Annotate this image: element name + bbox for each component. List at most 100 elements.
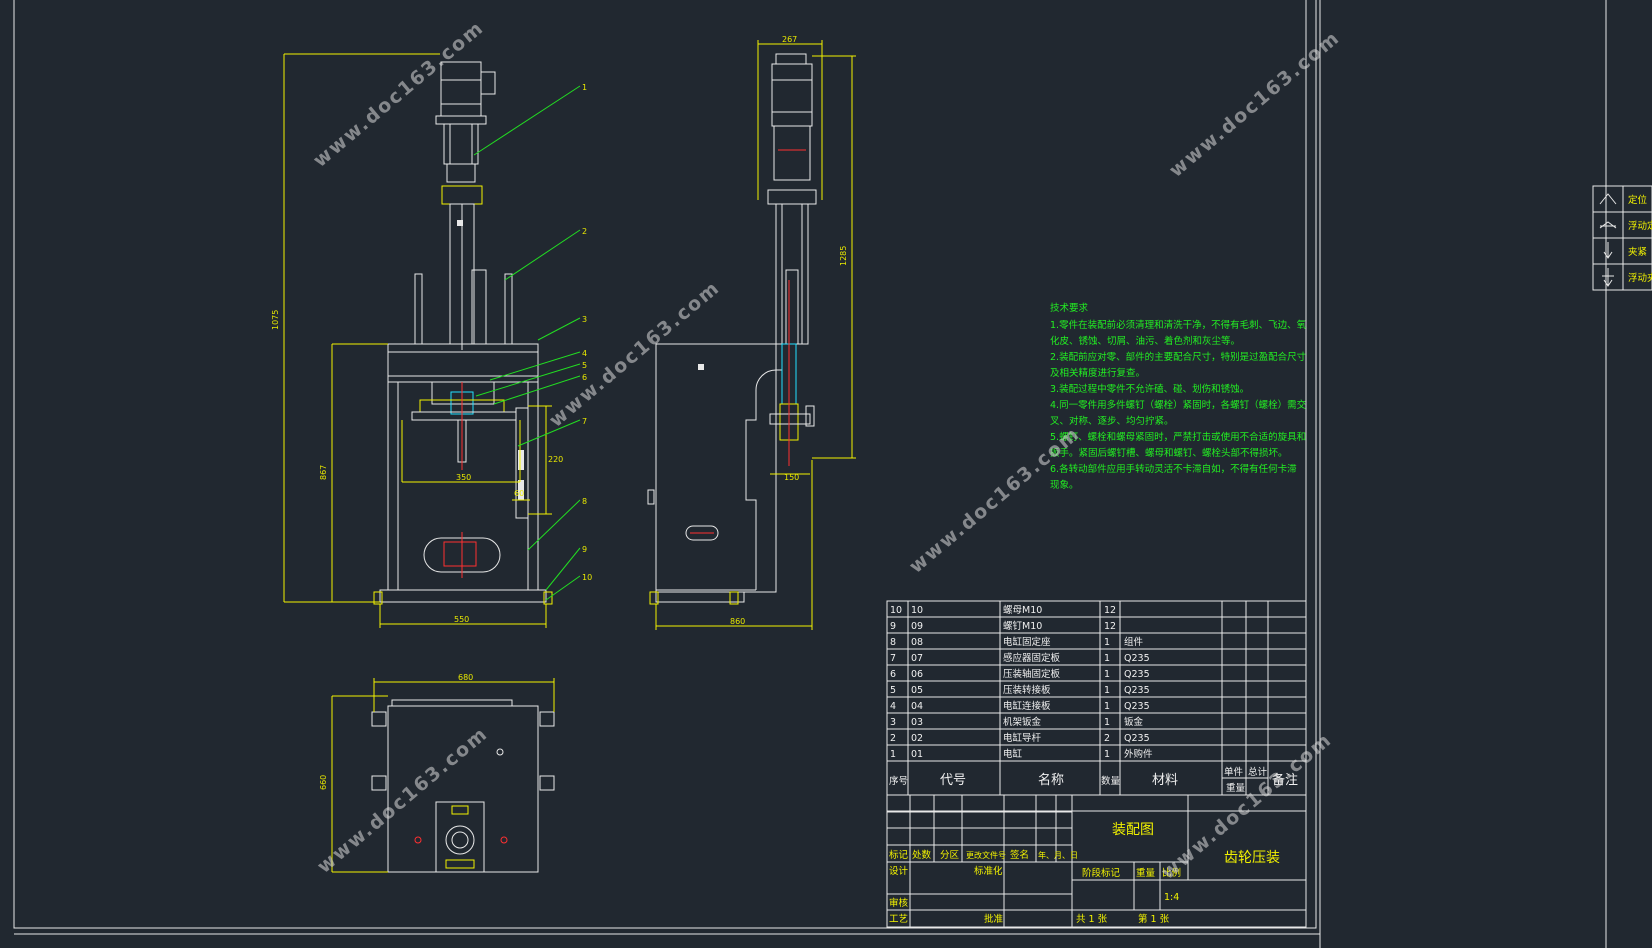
tb-review: 审核 (889, 897, 909, 909)
legend-label-float-clamp: 浮动夹 (1628, 272, 1652, 284)
bom-row-1-seq: 1 (890, 749, 896, 760)
tb-change-doc: 更改文件号 (966, 850, 1006, 860)
balloon-8: 8 (582, 497, 587, 506)
bom-row-6-name: 压装轴固定板 (1003, 668, 1061, 680)
bom-row-1-qty: 1 (1104, 749, 1110, 760)
watermark-4: www.doc163.com (1165, 26, 1344, 181)
bom-row-9-code: 09 (911, 621, 923, 632)
bom-row-2-seq: 2 (890, 733, 896, 744)
tech-req-line-7: 叉、对称、逐步、均匀拧紧。 (1050, 415, 1174, 427)
bom-header-total: 总计 (1248, 766, 1268, 778)
bom-row-5-material: Q235 (1124, 685, 1150, 696)
top-view: 680 660 (319, 673, 555, 873)
bom-row-3-code: 03 (911, 717, 923, 728)
tech-req-line-4: 及相关精度进行复查。 (1050, 367, 1145, 379)
tb-design: 设计 (889, 865, 909, 877)
tb-process: 工艺 (889, 914, 908, 925)
tech-req-line-3: 2.装配前应对零、部件的主要配合尺寸，特别是过盈配合尺寸 (1050, 351, 1307, 363)
symbol-legend: 定位 浮动定 夹紧 浮动夹 (1592, 185, 1652, 291)
tb-sheets-total: 共 1 张 (1076, 914, 1108, 925)
dim-front-frame-height: 867 (319, 465, 328, 480)
bom-row-1-code: 01 (911, 749, 923, 760)
dim-top-height: 660 (319, 775, 328, 790)
dim-side-right-height: 1285 (839, 246, 848, 266)
bom-row-8-name: 电缸固定座 (1003, 636, 1051, 648)
bom-row-5-code: 05 (911, 685, 923, 696)
bom-row-6-seq: 6 (890, 669, 896, 680)
side-view: 267 1285 150 860 (647, 35, 856, 630)
bom-row-6-code: 06 (911, 669, 923, 680)
bom-row-7-seq: 7 (890, 653, 896, 664)
tech-req-line-5: 3.装配过程中零件不允许磕、碰、划伤和锈蚀。 (1050, 383, 1249, 395)
balloon-1: 1 (582, 83, 587, 92)
dim-front-side-a: 220 (548, 455, 563, 464)
sheet-border (13, 0, 1607, 948)
bom-header-remark: 备注 (1272, 772, 1298, 788)
balloon-4: 4 (582, 349, 587, 358)
bom-header-code: 代号 (940, 773, 966, 788)
bom-row-2-material: Q235 (1124, 733, 1150, 744)
tb-sheet-no: 第 1 张 (1138, 913, 1170, 925)
bom-row-3-seq: 3 (890, 717, 896, 728)
tb-scale-label: 比例 (1162, 867, 1181, 879)
callout-leaders: 1 2 3 4 5 6 7 8 9 10 (473, 83, 592, 601)
dim-front-frame-width: 550 (454, 615, 469, 624)
balloon-10: 10 (582, 573, 592, 582)
bom-row-7-material: Q235 (1124, 653, 1150, 664)
balloon-5: 5 (582, 361, 587, 370)
technical-requirements: 技术要求 1.零件在装配前必须清理和清洗干净，不得有毛刺、飞边、氧 化皮、锈蚀、… (1050, 302, 1307, 491)
dim-side-overall-width: 860 (730, 617, 745, 626)
bom-row-7-qty: 1 (1104, 653, 1110, 664)
tb-approve: 批准 (984, 913, 1004, 925)
dim-side-inner-width: 150 (784, 473, 799, 482)
tech-req-line-9: 扳手。紧固后螺钉槽、螺母和螺钉、螺栓头部不得损坏。 (1050, 447, 1288, 459)
bom-row-4-seq: 4 (890, 701, 896, 712)
bom-row-5-name: 压装转接板 (1003, 684, 1051, 696)
bom-row-4-material: Q235 (1124, 701, 1150, 712)
legend-label-float-locate: 浮动定 (1628, 220, 1652, 232)
bom-row-7-code: 07 (911, 653, 923, 664)
balloon-6: 6 (582, 373, 587, 382)
bom-row-1-name: 电缸 (1003, 748, 1023, 760)
bom-row-5-seq: 5 (890, 685, 896, 696)
bom-row-9-name: 螺钉M10 (1003, 621, 1042, 632)
bom-header-name: 名称 (1038, 772, 1064, 788)
dim-front-overall-height: 1075 (271, 310, 280, 330)
bom-row-4-code: 04 (911, 701, 923, 712)
bom-row-3-qty: 1 (1104, 717, 1110, 728)
tech-req-line-11: 现象。 (1050, 479, 1079, 491)
balloon-7: 7 (582, 417, 587, 426)
tech-req-line-2: 化皮、锈蚀、切屑、油污、着色剂和灰尘等。 (1050, 335, 1240, 347)
balloon-9: 9 (582, 545, 587, 554)
dim-front-side-b: 60 (514, 489, 524, 498)
bom-header-qty: 数量 (1101, 775, 1121, 787)
bom-row-6-qty: 1 (1104, 669, 1110, 680)
tb-standardize: 标准化 (974, 865, 1003, 877)
tb-stage-mark: 阶段标记 (1082, 867, 1121, 879)
tech-req-line-1: 1.零件在装配前必须清理和清洗干净，不得有毛刺、飞边、氧 (1050, 319, 1307, 331)
bom-row-9-seq: 9 (890, 621, 896, 632)
bom-row-1-material: 外购件 (1124, 748, 1153, 760)
bom-row-6-material: Q235 (1124, 669, 1150, 680)
bom-row-8-qty: 1 (1104, 637, 1110, 648)
bom-row-10-code: 10 (911, 605, 923, 616)
bom-row-10-name: 螺母M10 (1003, 605, 1042, 616)
bom-row-3-material: 钣金 (1124, 716, 1144, 728)
front-view: 1075 867 550 350 220 60 (271, 53, 563, 628)
watermark-3: www.doc163.com (905, 422, 1084, 577)
bom-header-unit: 单件 (1224, 766, 1244, 778)
bom-row-2-code: 02 (911, 733, 923, 744)
bom-row-10-qty: 12 (1104, 605, 1116, 616)
motor-body (440, 61, 482, 117)
bom-header-seq: 序号 (889, 775, 908, 787)
watermark-5: www.doc163.com (313, 722, 492, 877)
bom-row-8-material: 组件 (1124, 636, 1144, 648)
bom-row-8-code: 08 (911, 637, 923, 648)
bom-row-7-name: 感应器固定板 (1003, 652, 1061, 664)
tech-req-line-8: 5.螺钉、螺栓和螺母紧固时，严禁打击或使用不合适的旋具和 (1050, 431, 1306, 443)
tb-zone: 分区 (940, 850, 960, 861)
bom-row-2-name: 电缸导杆 (1003, 732, 1042, 744)
bom-row-2-qty: 2 (1104, 733, 1110, 744)
tb-product-name: 齿轮压装 (1224, 850, 1280, 866)
